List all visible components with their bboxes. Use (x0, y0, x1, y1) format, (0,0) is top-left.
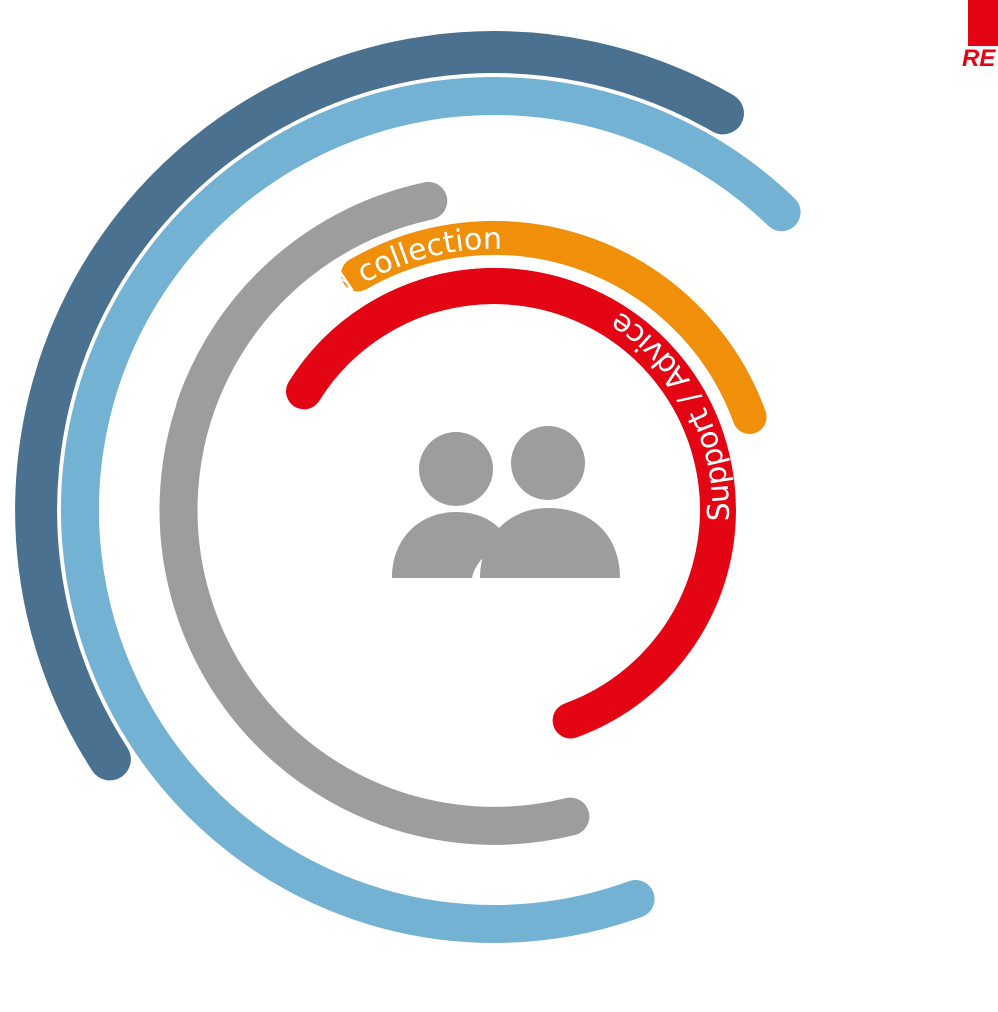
users-icon (392, 426, 620, 578)
ring-label-technical-engineering: Technical engineering (253, 453, 449, 745)
user-head-front (511, 426, 585, 500)
user-body-back (392, 512, 508, 578)
ring-telematic-digitalisation (159, 194, 590, 845)
logo-text: RE (962, 45, 996, 72)
user-body-front (480, 508, 620, 578)
red-logo: RE (962, 0, 998, 72)
ring-delivery-and-collection (341, 221, 767, 434)
ring-label-cleaning: Cleaning (882, 464, 927, 601)
ring-cleaning (60, 76, 801, 943)
user-head-back (419, 432, 493, 506)
ring-support-advice (414, 268, 723, 452)
logo-mark (968, 0, 998, 46)
ring-one-face-to-customer (15, 31, 744, 781)
